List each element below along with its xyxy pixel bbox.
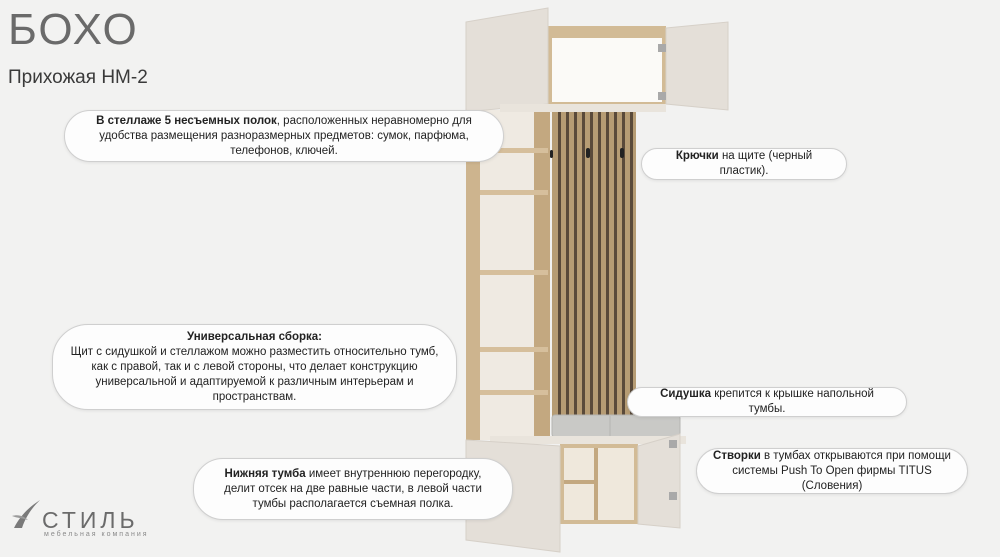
panel-slats (558, 112, 633, 422)
rack-shelf (480, 347, 548, 352)
callout-doors: Створки в тумбах открываются при помощи … (696, 448, 968, 494)
hinge (669, 492, 677, 500)
rack-shelf (480, 148, 548, 153)
top-cabinet-right-door (665, 21, 729, 111)
callout-hooks-text: на щите (черный пластик). (718, 150, 813, 177)
callout-doors-bold: Створки (713, 449, 761, 462)
top-cabinet-bottom (500, 104, 666, 112)
bottom-cabinet-divider (594, 448, 598, 520)
seat-cushion (551, 414, 681, 438)
rack-shelf (480, 190, 548, 195)
callout-bottom-cabinet: Нижняя тумба имеет внутреннюю перегородк… (193, 458, 513, 520)
page-title: БОХО (8, 5, 139, 54)
callout-bottom-cabinet-bold: Нижняя тумба (224, 467, 306, 480)
top-cabinet-inside (552, 38, 662, 102)
rack-shelf (480, 390, 548, 395)
logo-tagline: мебельная компания (44, 531, 149, 538)
callout-assembly-bold: Универсальная сборка: (186, 330, 322, 343)
callout-shelves: В стеллаже 5 несъемных полок, расположен… (64, 110, 504, 162)
callout-assembly: Универсальная сборка: Щит с сидушкой и с… (52, 324, 457, 410)
callout-doors-text: в тумбах открываются при помощи системы … (732, 449, 951, 492)
rack-shelf (480, 270, 548, 275)
rack-side-left (466, 110, 480, 440)
bottom-cabinet-top (490, 436, 686, 444)
callout-hooks: Крючки на щите (черный пластик). (641, 148, 847, 180)
bottom-cabinet-right-door (637, 433, 681, 529)
hallway-furniture-illustration (465, 7, 729, 553)
callout-seat-bold: Сидушка (660, 388, 712, 400)
hinge (669, 440, 677, 448)
callout-hooks-bold: Крючки (675, 150, 719, 162)
callout-shelves-bold: В стеллаже 5 несъемных полок (96, 114, 277, 127)
callout-assembly-text: Щит с сидушкой и стеллажом можно размест… (70, 345, 439, 403)
bottom-removable-shelf (564, 480, 594, 484)
hinge (658, 92, 666, 100)
callout-seat: Сидушка крепится к крышке напольной тумб… (627, 387, 907, 417)
bird-logo-icon (12, 500, 40, 528)
hooks (550, 148, 624, 158)
top-cabinet-left-door (465, 7, 549, 113)
page-subtitle: Прихожая НМ-2 (8, 67, 148, 88)
callout-bottom-cabinet-text: имеет внутреннюю перегородку, делит отсе… (224, 467, 482, 510)
callout-seat-text: крепится к крышке напольной тумбы. (711, 388, 874, 415)
callout-shelves-text: , расположенных неравномерно для удобств… (99, 114, 472, 157)
hinge (658, 44, 666, 52)
logo-name: СТИЛЬ (42, 507, 139, 533)
